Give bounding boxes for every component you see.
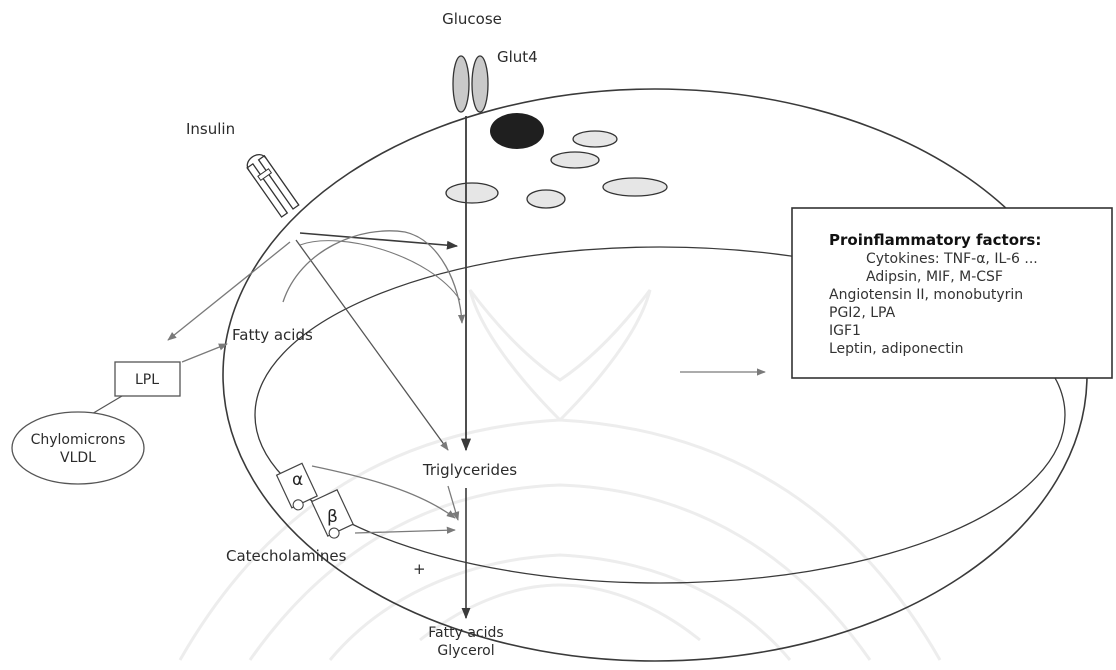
small-lipid-droplet xyxy=(527,190,565,208)
fatty-acids-out-label: Fatty acids xyxy=(428,625,503,641)
small-lipid-droplet xyxy=(446,183,498,203)
alpha-label: α xyxy=(292,470,303,490)
glycerol-label: Glycerol xyxy=(437,643,494,659)
vldl-label: VLDL xyxy=(60,450,96,466)
beta-label: β xyxy=(327,507,338,527)
insulin-to-glut4-arrow xyxy=(300,233,457,246)
glucose-label: Glucose xyxy=(442,10,502,28)
factor-line: Angiotensin II, monobutyrin xyxy=(829,287,1023,303)
factor-line: PGI2, LPA xyxy=(829,305,896,321)
factor-line: Adipsin, MIF, M-CSF xyxy=(866,269,1003,285)
chylomicrons-vldl xyxy=(12,412,144,484)
lpl-label: LPL xyxy=(135,372,159,388)
factor-line: Cytokines: TNF-α, IL-6 ... xyxy=(866,251,1038,267)
triglycerides-label: Triglycerides xyxy=(422,461,517,479)
factors-title: Proinflammatory factors: xyxy=(829,231,1041,249)
small-lipid-droplet xyxy=(573,131,617,147)
glut4-label: Glut4 xyxy=(497,48,538,66)
factor-line: IGF1 xyxy=(829,323,861,339)
plus-sign: + xyxy=(413,560,426,578)
lpl-to-fatty-acids-arrow xyxy=(182,344,227,362)
chylomicrons-label: Chylomicrons xyxy=(31,432,126,448)
nucleus xyxy=(490,113,544,149)
fatty-acids-curve xyxy=(300,241,460,300)
catecholamines-label: Catecholamines xyxy=(226,547,347,565)
glut4-transporter xyxy=(453,56,488,112)
factor-line: Leptin, adiponectin xyxy=(829,341,963,357)
small-lipid-droplet xyxy=(603,178,667,196)
insulin-receptor xyxy=(244,151,299,217)
proinflammatory-factors-box: Proinflammatory factors: Cytokines: TNF-… xyxy=(792,208,1112,378)
beta-receptor-arrow xyxy=(355,530,455,533)
small-lipid-droplet xyxy=(551,152,599,168)
fatty-acids-in-label: Fatty acids xyxy=(232,326,313,344)
insulin-to-triglycerides-arrow xyxy=(296,240,448,450)
insulin-label: Insulin xyxy=(186,120,235,138)
